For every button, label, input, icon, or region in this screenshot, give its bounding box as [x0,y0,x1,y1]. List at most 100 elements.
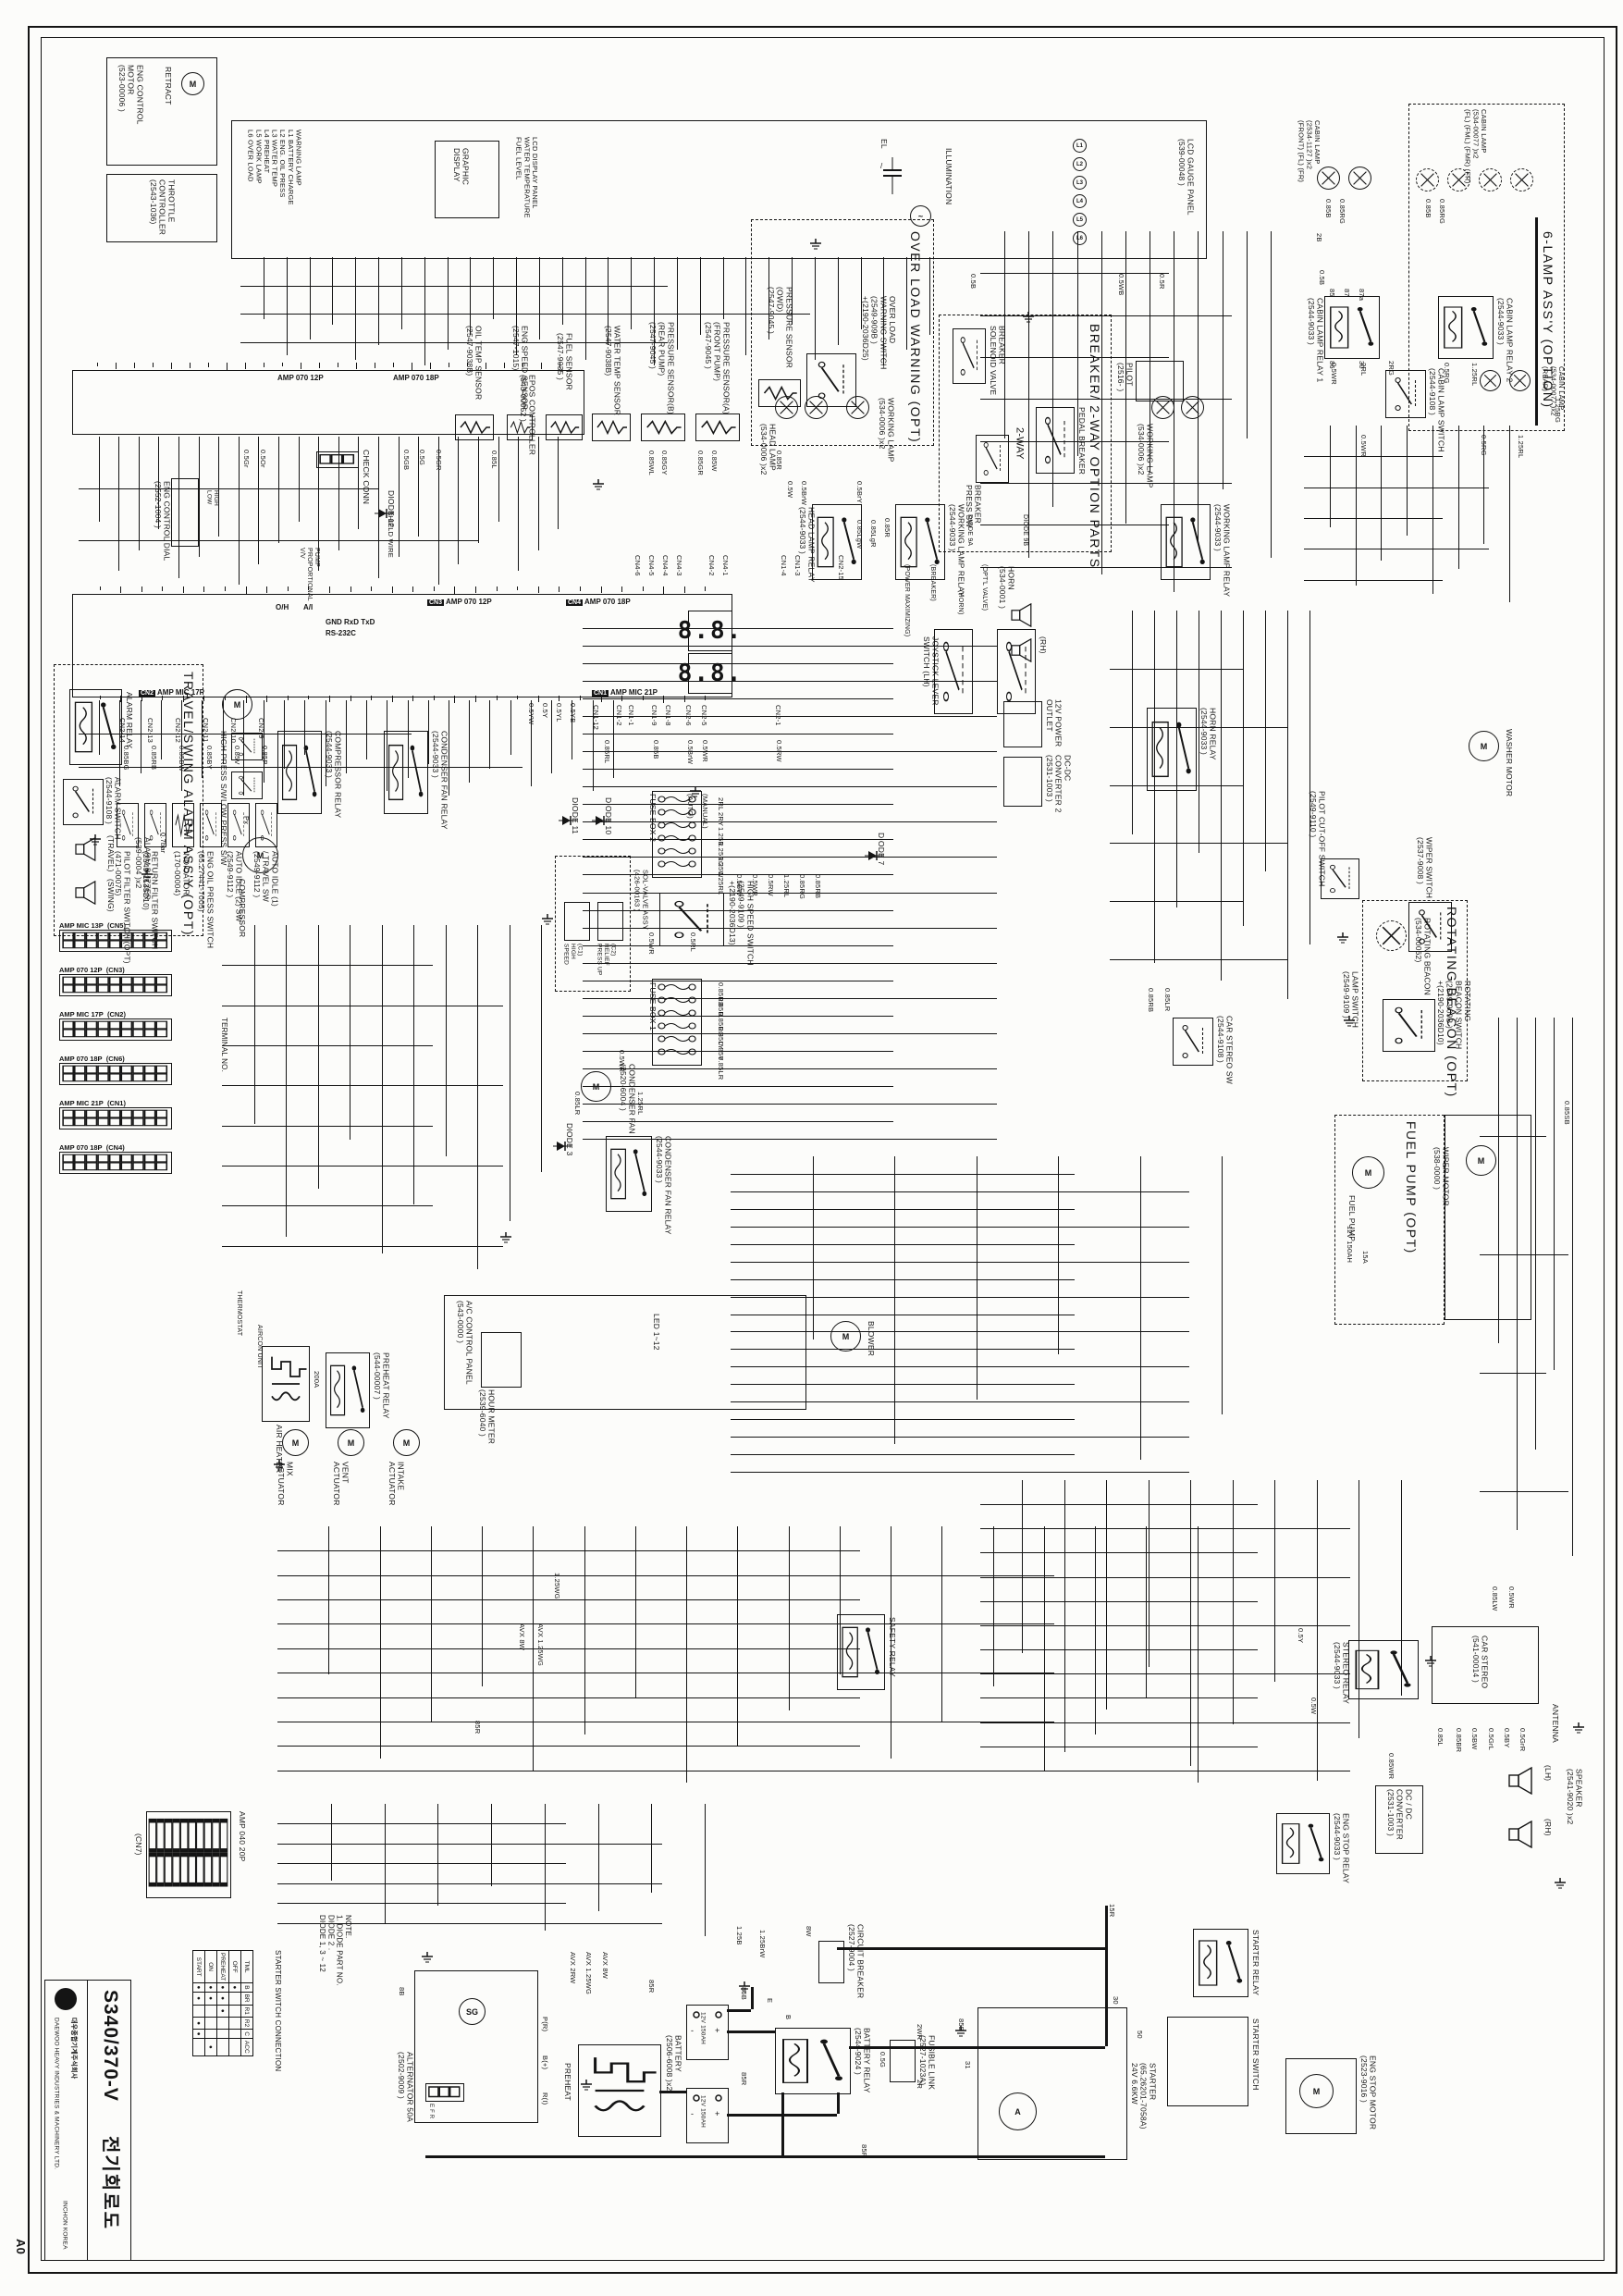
table-cell: ● [216,1992,229,2006]
fuse-box-2-label: FUSE BOX 2 [647,794,658,843]
wire-segment [584,257,586,361]
wire-label: 0.5Or [259,450,267,468]
pilot-cutoff-switch [1321,858,1359,899]
wire-segment [253,925,255,1124]
section-travel-swing-alarm [54,664,203,936]
wire-label: 1.25RL [782,874,791,898]
wire-segment [475,586,477,593]
battery-relay [775,2028,851,2094]
lamp-l1: L1 [1073,139,1087,153]
table-cell: ● [192,1982,205,1993]
rotating-beacon-switch-label: ROTATING BEACON SWITCH (2549-909B ) +(21… [1435,981,1473,1050]
wire-label: 0.85L [1436,1728,1445,1747]
wire-label: 0.85L [490,451,498,469]
wire-segment [980,399,1232,401]
high-low-label-label: HIGH LOW [205,490,219,507]
starter-switch [1167,2017,1248,2106]
wire-segment [1125,231,1126,525]
company-location: INCHON KOREA [61,2201,68,2250]
wire-label: 0.85LgW [855,520,864,549]
pilot-filter-switch-label: PILOT FILTER SWITCH (OPT) (471-00075) [113,851,132,964]
wire-segment [433,586,435,592]
wire-segment [398,437,400,558]
wire-segment [222,1205,433,1207]
wire-segment [980,315,1232,316]
wire-segment [541,363,542,370]
section-overload-warning [751,219,934,446]
speaker-label-label: SPEAKER (2541-9020 )x2 [1565,1769,1584,1825]
wire-segment [686,1526,688,1783]
wire-segment [980,1722,1350,1723]
wire-segment [518,437,520,572]
section-breaker-2way [939,315,1112,552]
wire-label: 0.85RG [798,874,806,900]
wire-segment [242,700,244,796]
cabin-lamp-relay-1-label: CABIN LAMP RELAY 1 (2544-9033 ) [1306,298,1325,383]
working-lamp-relay [895,504,945,580]
wire-segment [731,1472,1189,1474]
wiper-motor-m: M [1466,1145,1496,1176]
wire-label: 0.85WL [647,451,656,476]
battery-2: -+ [686,2088,729,2143]
head-lamp-relay [812,504,862,580]
wire-segment [79,767,523,768]
low-press-sw [231,772,263,799]
wire-label: CN1-12 [592,705,600,731]
section-fuel-pump-title: FUEL PUMP (OPT) [1404,1121,1420,1254]
diode-7-label: DIODE 7 [876,833,886,866]
sol-c2-relief [597,902,623,941]
wire-segment [980,483,1232,484]
table-cell: ● [216,2005,229,2018]
connector-tag: O/H [276,603,289,611]
wire-segment [517,586,519,591]
alarm-buzzer-travel [74,837,102,861]
cabin-lamp-rear-label-label: CABIN LAMP (534-00077 )x2 (REAR) [1541,366,1566,416]
breaker-press-sw-label: BREAKER PRESS SW [964,485,983,528]
cabin-lamp-rear-2 [1509,370,1531,391]
wire-segment [1400,1480,1402,1696]
wire-segment [1064,1480,1065,1753]
wire-segment [906,257,908,351]
wire-segment [1028,231,1030,558]
alarm-buzzer-swing [74,881,102,905]
connector-tag: AMP 070 12P [277,374,324,382]
wire-segment [980,357,1169,358]
wire-segment [814,257,816,361]
wire-label: 0.5WR [618,1050,626,1072]
illum-lamp: ~ [910,205,931,227]
wire-label: CN2-12 [174,718,182,744]
wire-label: 1.25RL [717,871,725,895]
wire-segment [277,1843,662,1845]
lcd-display-text-label: LCD DISPLAY PANEL WATER TEMPERATURE FUEL… [514,137,539,218]
antenna-label-label: ANTENNA [1550,1704,1560,1744]
breaker-solenoid-valve [953,328,986,384]
table-cell [216,2029,229,2039]
wire-segment [1243,611,1244,926]
throttle-controller [106,174,217,242]
table-row-name: PREHEAT [216,1950,229,1983]
wire-segment [454,696,456,703]
aircon-unit-label-label: AIRCON UNIT [256,1325,264,1369]
wire-segment [731,1437,1189,1438]
wire-label: 0.5RW [775,740,783,762]
cabin-lamp-relay-1 [1324,296,1380,359]
working-lamp-2-label: WORKING LAMP (534-0006 )x2 [1136,424,1155,488]
wire-segment [277,1823,566,1825]
section-6-lamp-assy-title: 6-LAMP ASS'Y (OPTION) [1541,231,1556,409]
wire-segment [541,925,543,1173]
alternator-efr-label: E F R [427,2104,434,2119]
wire-segment [583,874,893,876]
wire-segment [134,363,135,368]
thermostat-label-label: THERMOSTAT [236,1290,243,1337]
wire-label: 0.5RG [1480,435,1488,456]
wire-segment [287,696,289,701]
wire-label: CN1-9 [650,705,658,726]
wire-segment [579,696,581,700]
wire-segment [705,586,707,592]
wire-segment [1480,1136,1546,1137]
wire-segment [1509,426,1511,602]
joystick-lever-switch-lh [934,629,973,714]
wire-label: 0.85LgR [869,520,878,548]
